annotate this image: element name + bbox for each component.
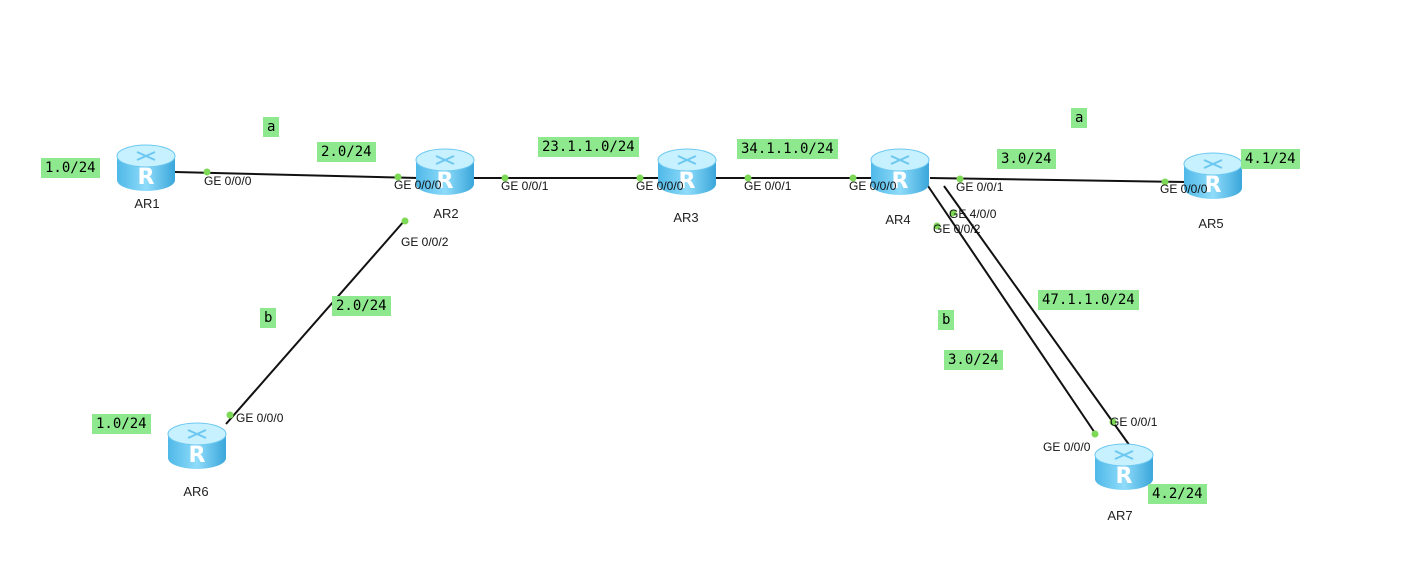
net-label-47: 47.1.1.0/24 [1038, 290, 1139, 310]
port-label-ar6-g000: GE 0/0/0 [236, 411, 284, 425]
net-label-ar6: 1.0/24 [92, 414, 151, 434]
port-label-ar4-g000: GE 0/0/0 [849, 179, 897, 193]
link-ar2-ar6[interactable] [225, 219, 406, 425]
router-name-ar1: AR1 [134, 196, 160, 211]
net-label-ar4-top: 3.0/24 [997, 149, 1056, 169]
annotation-a-right: a [1071, 108, 1088, 128]
port-dot [401, 217, 409, 225]
router-icon [167, 422, 227, 470]
net-label-ar5: 4.1/24 [1241, 149, 1300, 169]
port-label-ar4-g400: GE 4/0/0 [949, 207, 997, 221]
annotation-b-right: b [938, 310, 955, 330]
net-label-ar7: 4.2/24 [1148, 484, 1207, 504]
port-label-ar7-g001: GE 0/0/1 [1110, 415, 1158, 429]
router-name-ar2: AR2 [433, 206, 459, 221]
port-dot [203, 168, 211, 176]
router-name-ar5: AR5 [1198, 216, 1224, 231]
port-label-ar7-g000: GE 0/0/0 [1043, 440, 1091, 454]
annotation-b-left: b [260, 308, 277, 328]
router-name-ar3: AR3 [673, 210, 699, 225]
net-label-ar1: 1.0/24 [41, 158, 100, 178]
port-label-ar5-g000: GE 0/0/0 [1160, 182, 1208, 196]
net-label-ar2-top: 2.0/24 [317, 142, 376, 162]
port-label-ar2-g002: GE 0/0/2 [401, 235, 449, 249]
port-label-ar4-g002: GE 0/0/2 [933, 222, 981, 236]
port-label-ar2-g000: GE 0/0/0 [394, 178, 442, 192]
port-dot [1109, 418, 1117, 426]
port-dot [1091, 430, 1099, 438]
port-label-ar2-g001: GE 0/0/1 [501, 179, 549, 193]
port-label-ar3-g001: GE 0/0/1 [744, 179, 792, 193]
port-dot [636, 174, 644, 182]
port-label-ar4-g001: GE 0/0/1 [956, 180, 1004, 194]
link-ar1-ar2[interactable] [174, 171, 419, 179]
net-label-ar2-bottom: 2.0/24 [332, 296, 391, 316]
link-ar4-ar7-b[interactable] [943, 185, 1131, 447]
router-icon [116, 144, 176, 192]
port-label-ar3-g000: GE 0/0/0 [636, 179, 684, 193]
net-label-23: 23.1.1.0/24 [538, 137, 639, 157]
port-dot [226, 411, 234, 419]
port-dot [501, 174, 509, 182]
link-ar4-ar7-a[interactable] [927, 185, 1098, 437]
port-dot [933, 222, 941, 230]
router-name-ar6: AR6 [183, 484, 209, 499]
router-ar7[interactable] [1093, 441, 1155, 493]
port-label-ar1-g000: GE 0/0/0 [204, 174, 252, 188]
net-label-34: 34.1.1.0/24 [737, 139, 838, 159]
port-dot [1161, 178, 1169, 186]
router-icon [1094, 443, 1154, 491]
port-dot [956, 175, 964, 183]
router-name-ar7: AR7 [1107, 508, 1133, 523]
router-ar1[interactable] [115, 142, 177, 194]
net-label-ar4-bottom: 3.0/24 [944, 350, 1003, 370]
router-ar6[interactable] [166, 420, 228, 472]
port-dot [949, 209, 957, 217]
port-dot [744, 174, 752, 182]
annotation-a-left: a [263, 117, 280, 137]
port-dot [394, 173, 402, 181]
port-dot [849, 174, 857, 182]
router-name-ar4: AR4 [885, 212, 911, 227]
link-ar4-ar5[interactable] [929, 177, 1187, 183]
